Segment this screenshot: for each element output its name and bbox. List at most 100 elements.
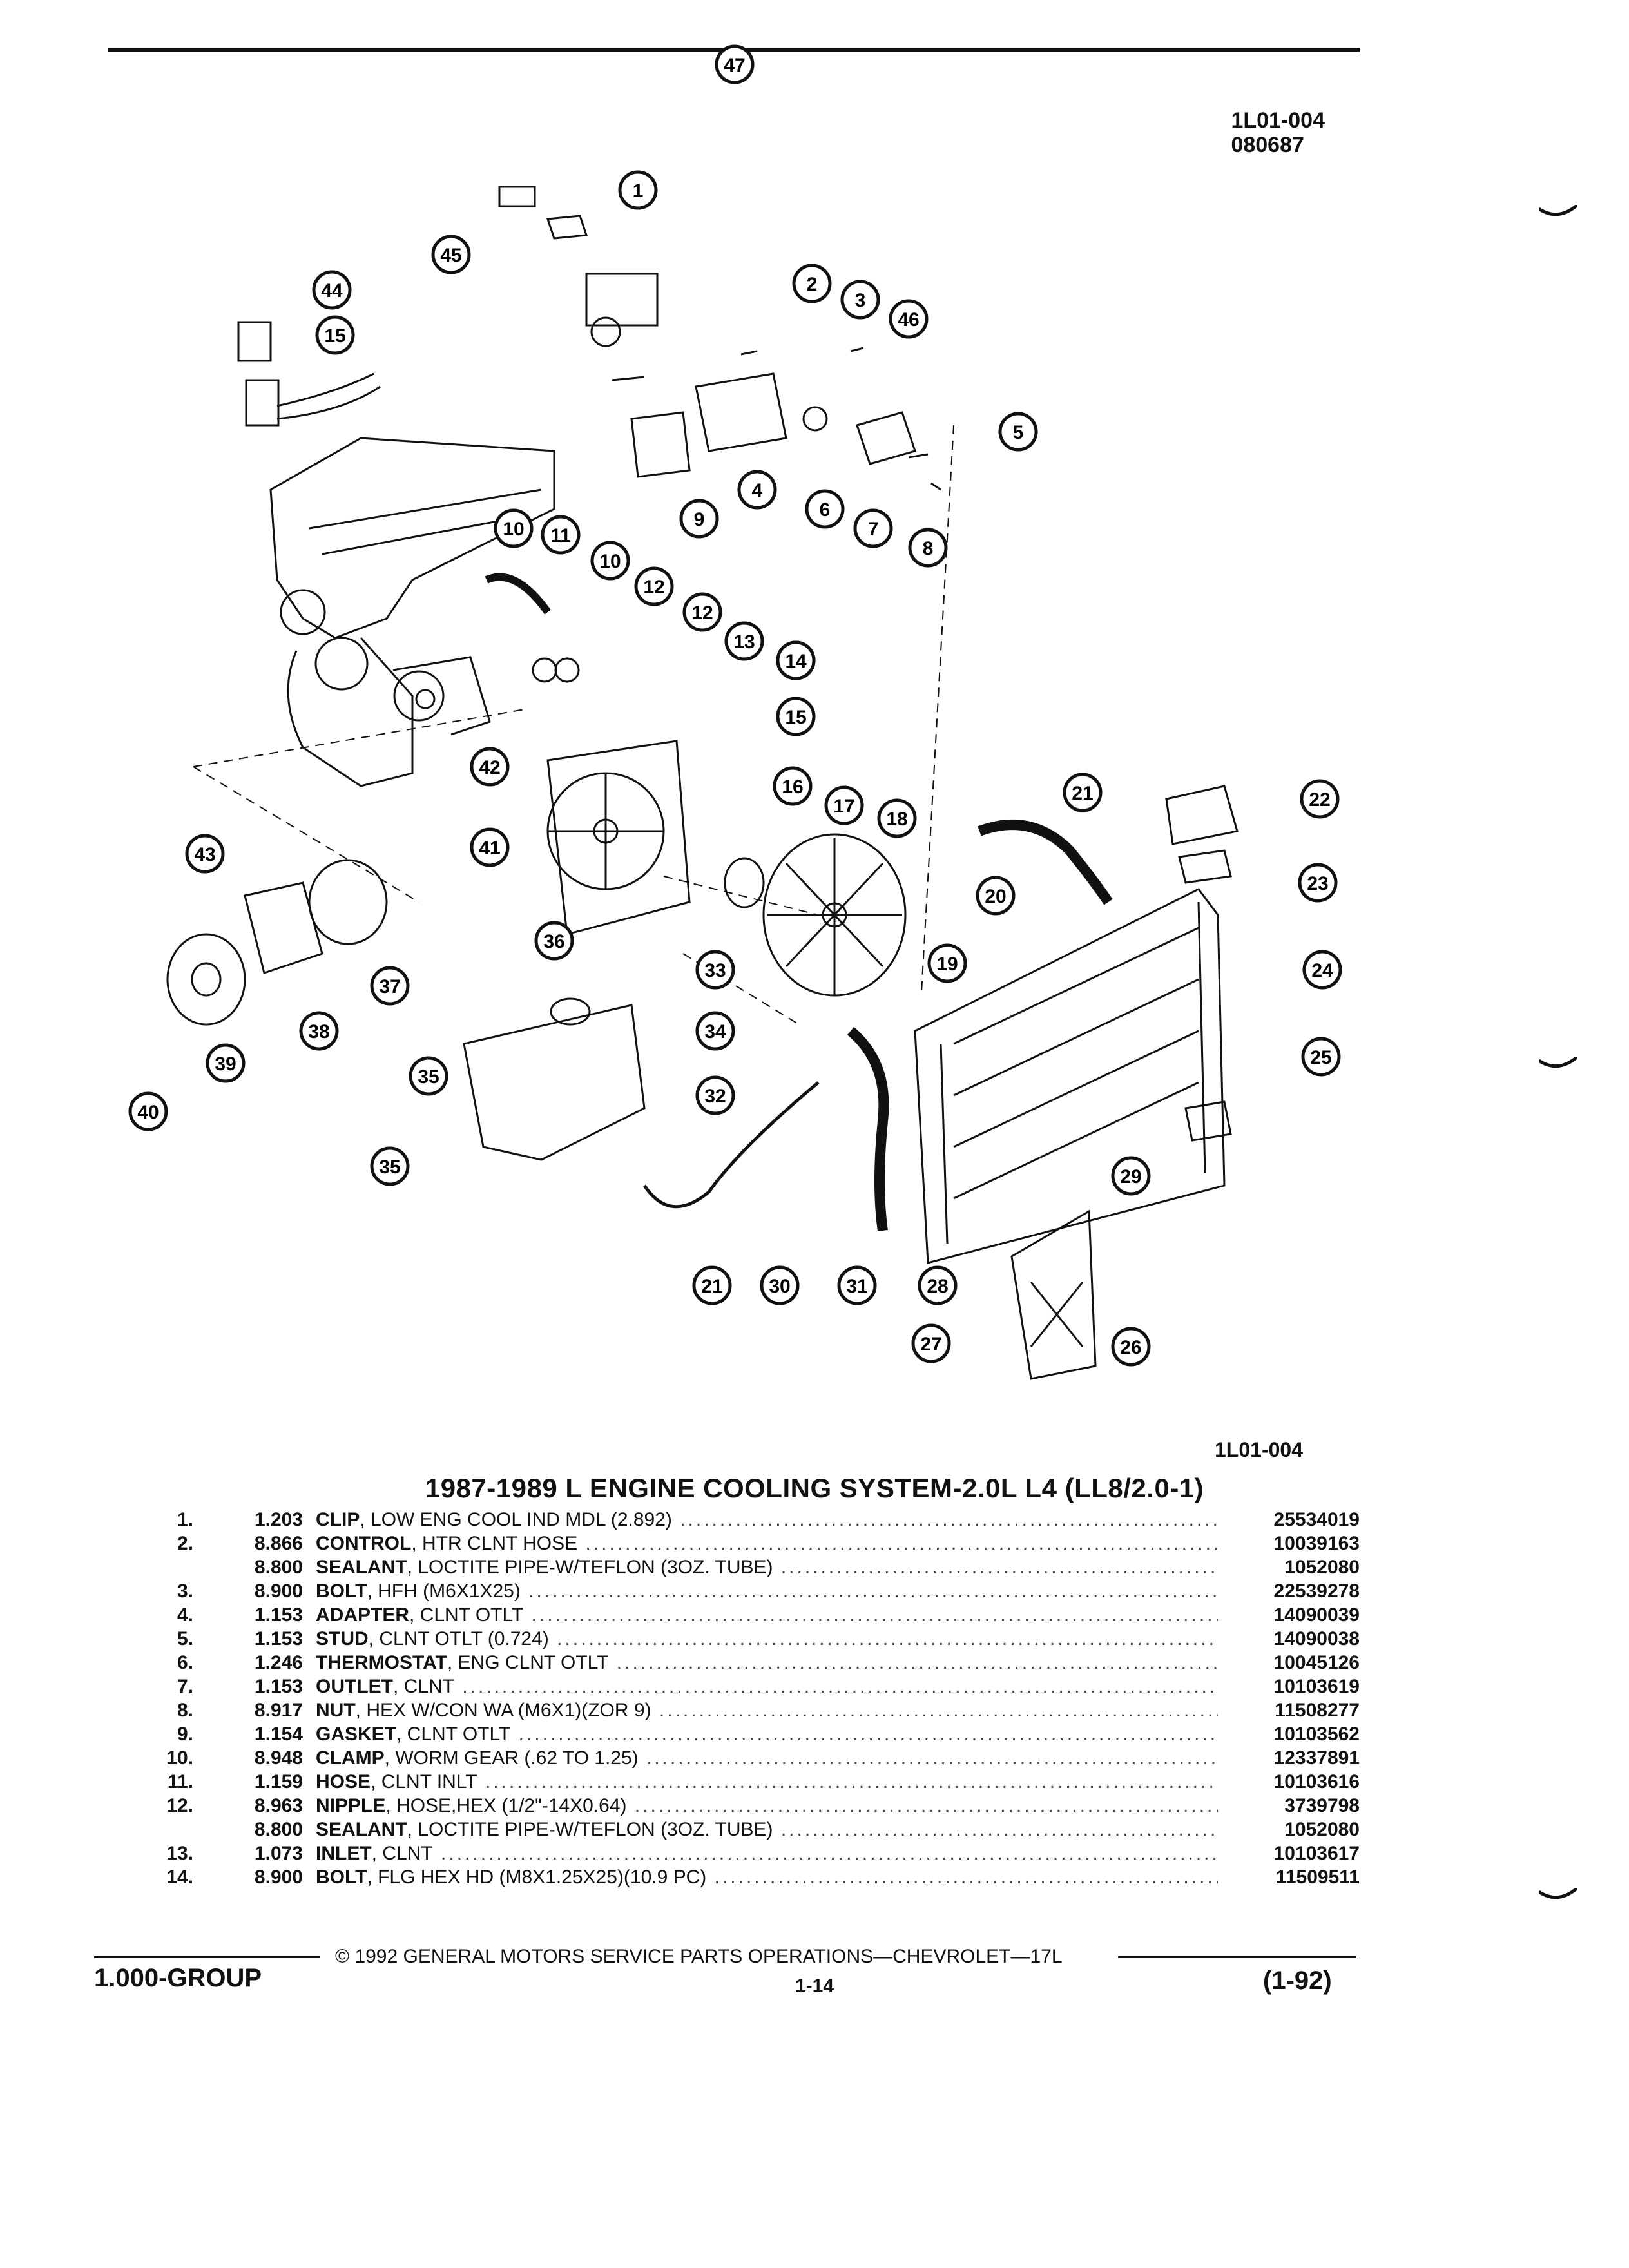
figure-code: 1L01-004 bbox=[1231, 108, 1325, 133]
parts-list-row: 10. 8.948 CLAMP, WORM GEAR (.62 TO 1.25) .… bbox=[148, 1746, 1360, 1770]
part-detail: , ENG CLNT OTLT bbox=[447, 1652, 609, 1673]
callout-number: 10 bbox=[599, 551, 621, 572]
item-number: 3. bbox=[177, 1581, 193, 1602]
callout-number: 39 bbox=[215, 1053, 236, 1075]
group-code: 8.900 bbox=[254, 1867, 303, 1888]
callout-27: 27 bbox=[911, 1323, 951, 1363]
part-description: INLET, CLNT ............................… bbox=[316, 1841, 1218, 1865]
callout-37: 37 bbox=[370, 966, 410, 1006]
bracket-24-drawing bbox=[1178, 849, 1232, 884]
item-number: 8. bbox=[177, 1700, 193, 1721]
callout-number: 16 bbox=[782, 776, 803, 798]
callout-7: 7 bbox=[853, 508, 893, 548]
callout-39: 39 bbox=[206, 1043, 246, 1083]
item-number: 10. bbox=[166, 1747, 193, 1769]
group-code: 1.073 bbox=[254, 1843, 303, 1864]
part-name: SEALANT bbox=[316, 1557, 407, 1578]
group-code: 8.866 bbox=[254, 1533, 303, 1554]
part-description: GASKET, CLNT OTLT ......................… bbox=[316, 1722, 1218, 1746]
binding-mark-middle bbox=[1539, 1057, 1577, 1068]
thermostat-housing-drawing bbox=[612, 347, 941, 491]
leader-dots: ........................................… bbox=[462, 1676, 1218, 1697]
part-name: STUD bbox=[316, 1628, 369, 1649]
part-name: HOSE bbox=[316, 1771, 371, 1792]
part-number: 10103616 bbox=[1273, 1771, 1360, 1792]
callout-number: 4 bbox=[752, 480, 763, 501]
callout-41: 41 bbox=[470, 827, 510, 867]
group-code: 1.153 bbox=[254, 1676, 303, 1697]
callout-number: 10 bbox=[503, 519, 524, 540]
callout-2: 2 bbox=[792, 264, 832, 303]
part-detail: , CLNT OTLT bbox=[396, 1724, 511, 1745]
item-number: 2. bbox=[177, 1533, 193, 1554]
group-number: 1.000-GROUP bbox=[94, 1964, 262, 1992]
figure-date-code: 080687 bbox=[1231, 133, 1304, 157]
group-code: 8.948 bbox=[254, 1747, 303, 1769]
part-name: INLET bbox=[316, 1843, 372, 1864]
part-description: NIPPLE, HOSE,HEX (1/2"-14X0.64) ........… bbox=[316, 1794, 1218, 1818]
callout-45: 45 bbox=[431, 235, 471, 274]
lower-hose-drawing bbox=[847, 1026, 889, 1232]
callout-number: 27 bbox=[920, 1334, 941, 1355]
callout-number: 43 bbox=[194, 844, 215, 865]
upper-hose-drawing bbox=[978, 820, 1113, 905]
callout-number: 5 bbox=[1013, 422, 1024, 443]
part-description: CLAMP, WORM GEAR (.62 TO 1.25) .........… bbox=[316, 1746, 1218, 1770]
callout-10: 10 bbox=[494, 508, 534, 548]
callout-number: 38 bbox=[308, 1021, 329, 1043]
group-code: 1.153 bbox=[254, 1604, 303, 1626]
part-name: GASKET bbox=[316, 1724, 397, 1745]
part-detail: , CLNT bbox=[393, 1676, 455, 1697]
group-code: 8.917 bbox=[254, 1700, 303, 1721]
callout-35: 35 bbox=[409, 1056, 448, 1096]
callout-4: 4 bbox=[737, 470, 777, 510]
callout-number: 21 bbox=[701, 1276, 722, 1297]
callout-29: 29 bbox=[1111, 1156, 1151, 1196]
part-number: 14090039 bbox=[1273, 1604, 1360, 1626]
callout-number: 6 bbox=[820, 499, 831, 521]
callout-5: 5 bbox=[998, 412, 1038, 452]
leader-dots: ........................................… bbox=[518, 1724, 1218, 1745]
callout-1: 1 bbox=[618, 170, 658, 210]
callout-31: 31 bbox=[837, 1265, 877, 1305]
callout-number: 13 bbox=[733, 631, 755, 653]
item-number: 12. bbox=[166, 1795, 193, 1816]
leader-dots: ........................................… bbox=[585, 1533, 1218, 1554]
leader-dots: ........................................… bbox=[557, 1628, 1218, 1649]
part-detail: , LOCTITE PIPE-W/TEFLON (3OZ. TUBE) bbox=[407, 1819, 773, 1840]
callout-number: 30 bbox=[769, 1276, 790, 1297]
callout-14: 14 bbox=[776, 640, 816, 680]
item-number: 14. bbox=[166, 1867, 193, 1888]
callout-12: 12 bbox=[634, 566, 674, 606]
callout-number: 26 bbox=[1120, 1337, 1141, 1358]
callout-number: 29 bbox=[1120, 1166, 1141, 1187]
callout-number: 22 bbox=[1309, 789, 1330, 811]
group-code: 8.900 bbox=[254, 1581, 303, 1602]
sensor-module-drawing bbox=[585, 273, 659, 347]
callout-number: 31 bbox=[846, 1276, 867, 1297]
item-number: 9. bbox=[177, 1724, 193, 1745]
part-description: STUD, CLNT OTLT (0.724) ................… bbox=[316, 1627, 1218, 1651]
figure-reference: 1L01-004 bbox=[1215, 1438, 1303, 1461]
part-number: 3739798 bbox=[1284, 1795, 1360, 1816]
callout-17: 17 bbox=[824, 785, 864, 825]
callout-34: 34 bbox=[695, 1011, 735, 1051]
callout-40: 40 bbox=[128, 1091, 168, 1131]
callout-number: 1 bbox=[633, 180, 644, 202]
part-name: CLAMP bbox=[316, 1747, 385, 1769]
part-name: SEALANT bbox=[316, 1819, 407, 1840]
part-description: NUT, HEX W/CON WA (M6X1)(ZOR 9) ........… bbox=[316, 1698, 1218, 1722]
group-code: 1.153 bbox=[254, 1628, 303, 1649]
callout-number: 14 bbox=[785, 651, 807, 672]
part-number: 10103619 bbox=[1273, 1676, 1360, 1697]
part-description: BOLT, HFH (M6X1X25) ....................… bbox=[316, 1579, 1218, 1603]
coolant-reservoir-drawing bbox=[463, 997, 646, 1161]
callout-26: 26 bbox=[1111, 1327, 1151, 1367]
